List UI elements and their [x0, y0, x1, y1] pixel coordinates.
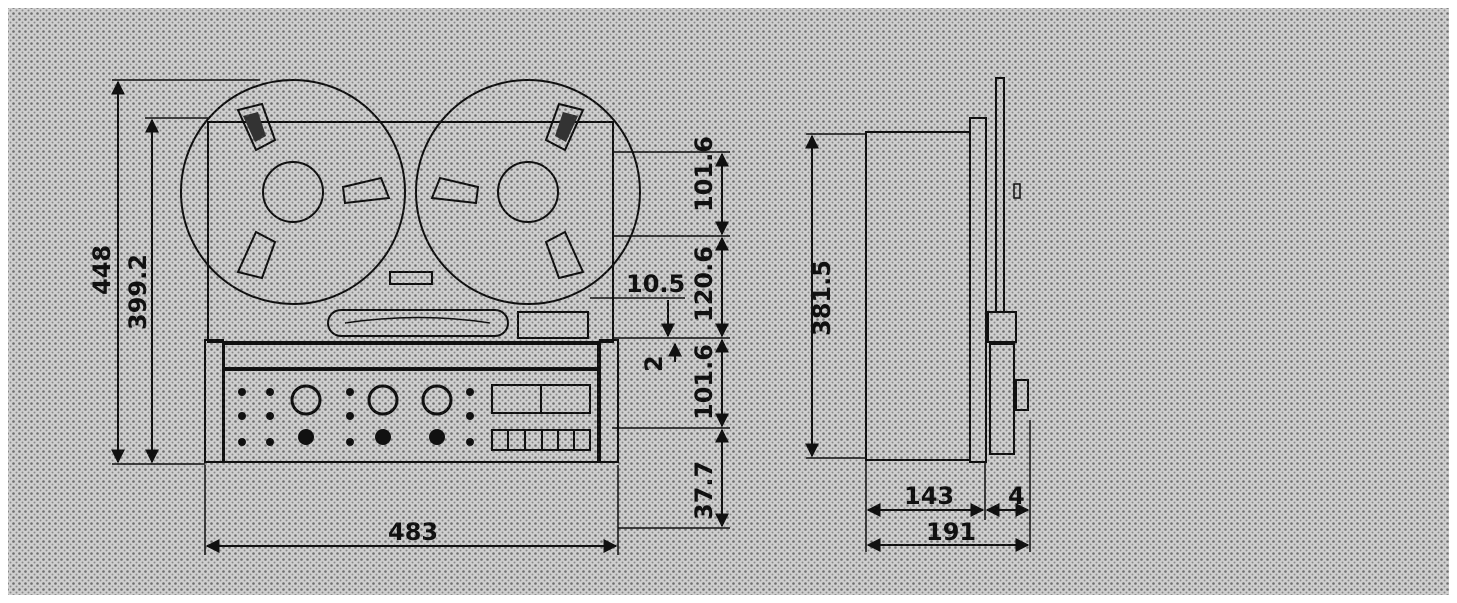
- dim-width-front: 483: [388, 518, 438, 546]
- dim-offset: 10.5: [626, 270, 685, 298]
- dim-lower-panel: 101.6: [690, 344, 718, 420]
- side-front-panel: [969, 117, 987, 463]
- front-view: [180, 79, 641, 463]
- dim-mid-section: 120.6: [690, 246, 718, 322]
- dim-side-height: 381.5: [808, 260, 836, 336]
- head-cover: [327, 309, 509, 337]
- control-panel: [223, 369, 599, 463]
- left-reel-hub: [262, 161, 324, 223]
- control-knobs: [238, 384, 474, 446]
- right-rack-ear: [599, 339, 619, 463]
- side-view: [865, 77, 1029, 463]
- left-reel: [180, 79, 406, 305]
- dim-reel-panel: 101.6: [690, 136, 718, 212]
- dim-height-body: 399.2: [124, 254, 152, 330]
- dim-side-body-depth: 143: [904, 482, 954, 510]
- dim-gap: 2: [640, 355, 668, 372]
- counter-window: [517, 311, 589, 339]
- tape-guide: [389, 271, 433, 285]
- dim-height-overall: 448: [88, 245, 116, 295]
- right-reel: [415, 79, 641, 305]
- halftone-background: [8, 8, 1449, 595]
- side-control-block: [987, 311, 1017, 343]
- vu-meters: [491, 384, 591, 414]
- dim-bottom-margin: 37.7: [690, 461, 718, 520]
- right-reel-hub: [497, 161, 559, 223]
- side-knob-stack: [989, 343, 1015, 455]
- side-dimensions: [805, 133, 1031, 552]
- dim-side-panel: 4: [1008, 482, 1025, 510]
- dim-side-total-depth: 191: [926, 518, 976, 546]
- front-dimensions: [111, 79, 730, 555]
- transport-buttons: [491, 429, 591, 451]
